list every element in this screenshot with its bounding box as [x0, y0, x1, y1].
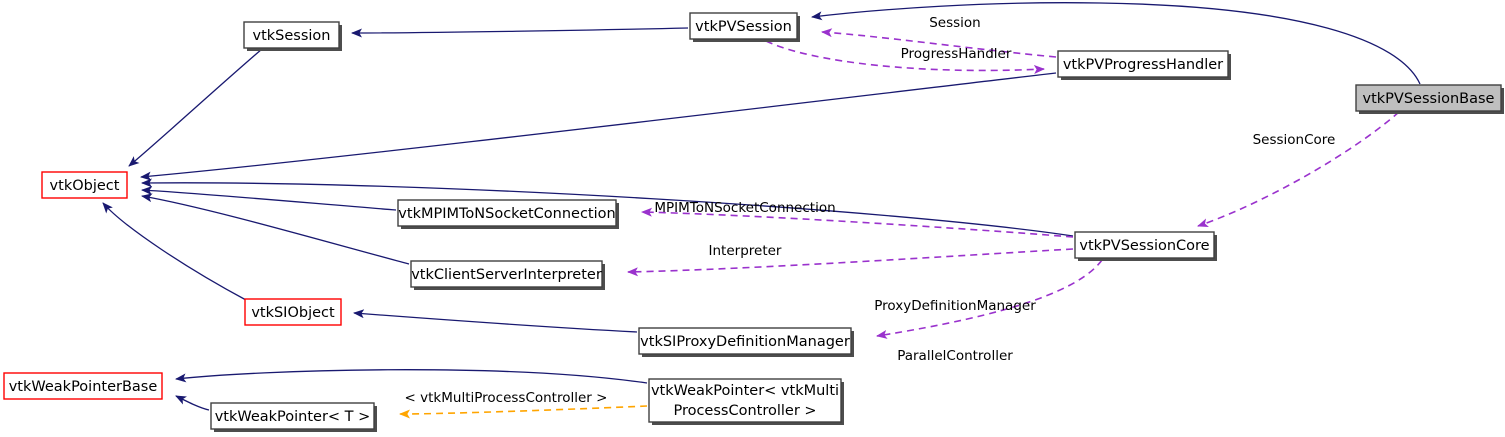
node-label: vtkSession — [253, 28, 331, 44]
node-box[interactable] — [243, 21, 340, 49]
node-label: vtkObject — [50, 178, 120, 194]
node-box[interactable] — [244, 298, 342, 326]
node-label: vtkPVSession — [695, 19, 792, 35]
node-box[interactable] — [41, 171, 128, 199]
edge-vtkMPIMToNSocketConnection-to-vtkObject — [141, 186, 397, 211]
edge-vtkWeakPointerMPC-to-vtkWeakPointerBase — [175, 369, 648, 384]
edge-labels: Session ProgressHandler SessionCore MPIM… — [405, 15, 1336, 406]
node-label: vtkClientServerInterpreter — [411, 267, 602, 283]
edge-usage-proxy-definition-manager — [876, 259, 1103, 339]
class-node-vtkClientServerInterpreter[interactable]: vtkClientServerInterpreter — [410, 260, 605, 290]
node-label-line1: vtkWeakPointer< vtkMulti — [651, 383, 839, 399]
node-box[interactable] — [648, 378, 842, 423]
edge-label-parallel-controller: ParallelController — [897, 348, 1013, 364]
class-node-vtkPVSessionCore[interactable]: vtkPVSessionCore — [1074, 231, 1217, 261]
edge-vtkSIProxyDefinitionManager-to-vtkSIObject — [353, 309, 638, 333]
edge-vtkPVSessionCore-to-vtkObject — [141, 178, 1074, 237]
edge-usage-progress-handler — [765, 40, 1045, 74]
class-node-vtkWeakPointerT[interactable]: vtkWeakPointer< T > — [210, 402, 377, 432]
edge-label-proxy-definition-manager: ProxyDefinitionManager — [874, 298, 1036, 314]
node-box[interactable] — [638, 327, 852, 355]
node-label: vtkPVSessionCore — [1079, 238, 1209, 254]
class-node-vtkPVSessionBase[interactable]: vtkPVSessionBase — [1355, 84, 1504, 114]
node-label: vtkPVSessionBase — [1363, 91, 1495, 107]
class-node-vtkMPIMToNSocketConnection[interactable]: vtkMPIMToNSocketConnection — [397, 199, 619, 229]
edge-label-interpreter: Interpreter — [709, 243, 782, 259]
usage-edges: vtkPVSession --> vtkPVProgressHandler --… — [627, 28, 1400, 339]
class-nodes: vtkSession vtkPVSession vtkPVProgressHan… — [3, 12, 1504, 432]
edge-template-vtkMultiProcessController — [399, 405, 648, 419]
class-node-vtkSession[interactable]: vtkSession — [243, 21, 342, 51]
node-box[interactable] — [1355, 84, 1502, 112]
node-label: vtkSIObject — [251, 305, 335, 321]
node-label: vtkWeakPointer< T > — [215, 409, 371, 425]
edge-vtkSession-to-vtkObject — [128, 48, 263, 167]
class-node-vtkSIProxyDefinitionManager[interactable]: vtkSIProxyDefinitionManager — [638, 327, 854, 357]
class-node-vtkPVSession[interactable]: vtkPVSession — [689, 12, 800, 42]
node-box[interactable] — [1057, 50, 1229, 78]
node-box[interactable] — [1074, 231, 1215, 259]
node-box[interactable] — [689, 12, 798, 40]
edge-vtkPVSession-to-vtkSession — [351, 27, 689, 38]
edge-vtkWeakPointerT-to-vtkWeakPointerBase — [175, 395, 210, 411]
edge-usage-interpreter — [627, 248, 1074, 277]
class-node-vtkWeakPointerBase[interactable]: vtkWeakPointerBase — [3, 372, 163, 400]
edge-vtkClientServerInterpreter-to-vtkObject — [141, 193, 410, 265]
inheritance-edges — [102, 2, 1421, 411]
class-node-vtkWeakPointerMultiProcessController[interactable]: vtkWeakPointer< vtkMulti ProcessControll… — [648, 378, 844, 425]
class-node-vtkSIObject[interactable]: vtkSIObject — [244, 298, 342, 326]
edge-usage-session — [821, 28, 1057, 58]
edge-usage-mpimton-socket-connection — [641, 207, 1074, 238]
node-box[interactable] — [3, 372, 163, 400]
edge-vtkPVProgressHandler-to-vtkObject — [140, 72, 1057, 181]
class-node-vtkPVProgressHandler[interactable]: vtkPVProgressHandler — [1057, 50, 1231, 80]
node-box[interactable] — [410, 260, 603, 288]
edge-label-template-arg: < vtkMultiProcessController > — [405, 390, 608, 406]
edge-label-mpimton-socket-connection: MPIMToNSocketConnection — [654, 200, 835, 216]
edge-vtkPVSessionBase-to-vtkPVSession — [811, 2, 1421, 85]
edge-usage-session-core — [1197, 111, 1400, 228]
node-label: vtkSIProxyDefinitionManager — [640, 334, 850, 350]
template-edges — [399, 405, 648, 419]
node-label-line2: ProcessController > — [673, 403, 816, 419]
node-box[interactable] — [397, 199, 617, 227]
node-label: vtkPVProgressHandler — [1063, 57, 1223, 73]
edge-vtkSIObject-to-vtkObject — [102, 202, 247, 301]
node-label: vtkMPIMToNSocketConnection — [398, 206, 615, 222]
node-label: vtkWeakPointerBase — [9, 379, 158, 395]
edge-label-progress-handler: ProgressHandler — [901, 46, 1012, 62]
edge-label-session-core: SessionCore — [1253, 132, 1336, 148]
class-node-vtkObject[interactable]: vtkObject — [41, 171, 128, 199]
node-box[interactable] — [210, 402, 375, 430]
edge-label-session: Session — [929, 15, 981, 31]
